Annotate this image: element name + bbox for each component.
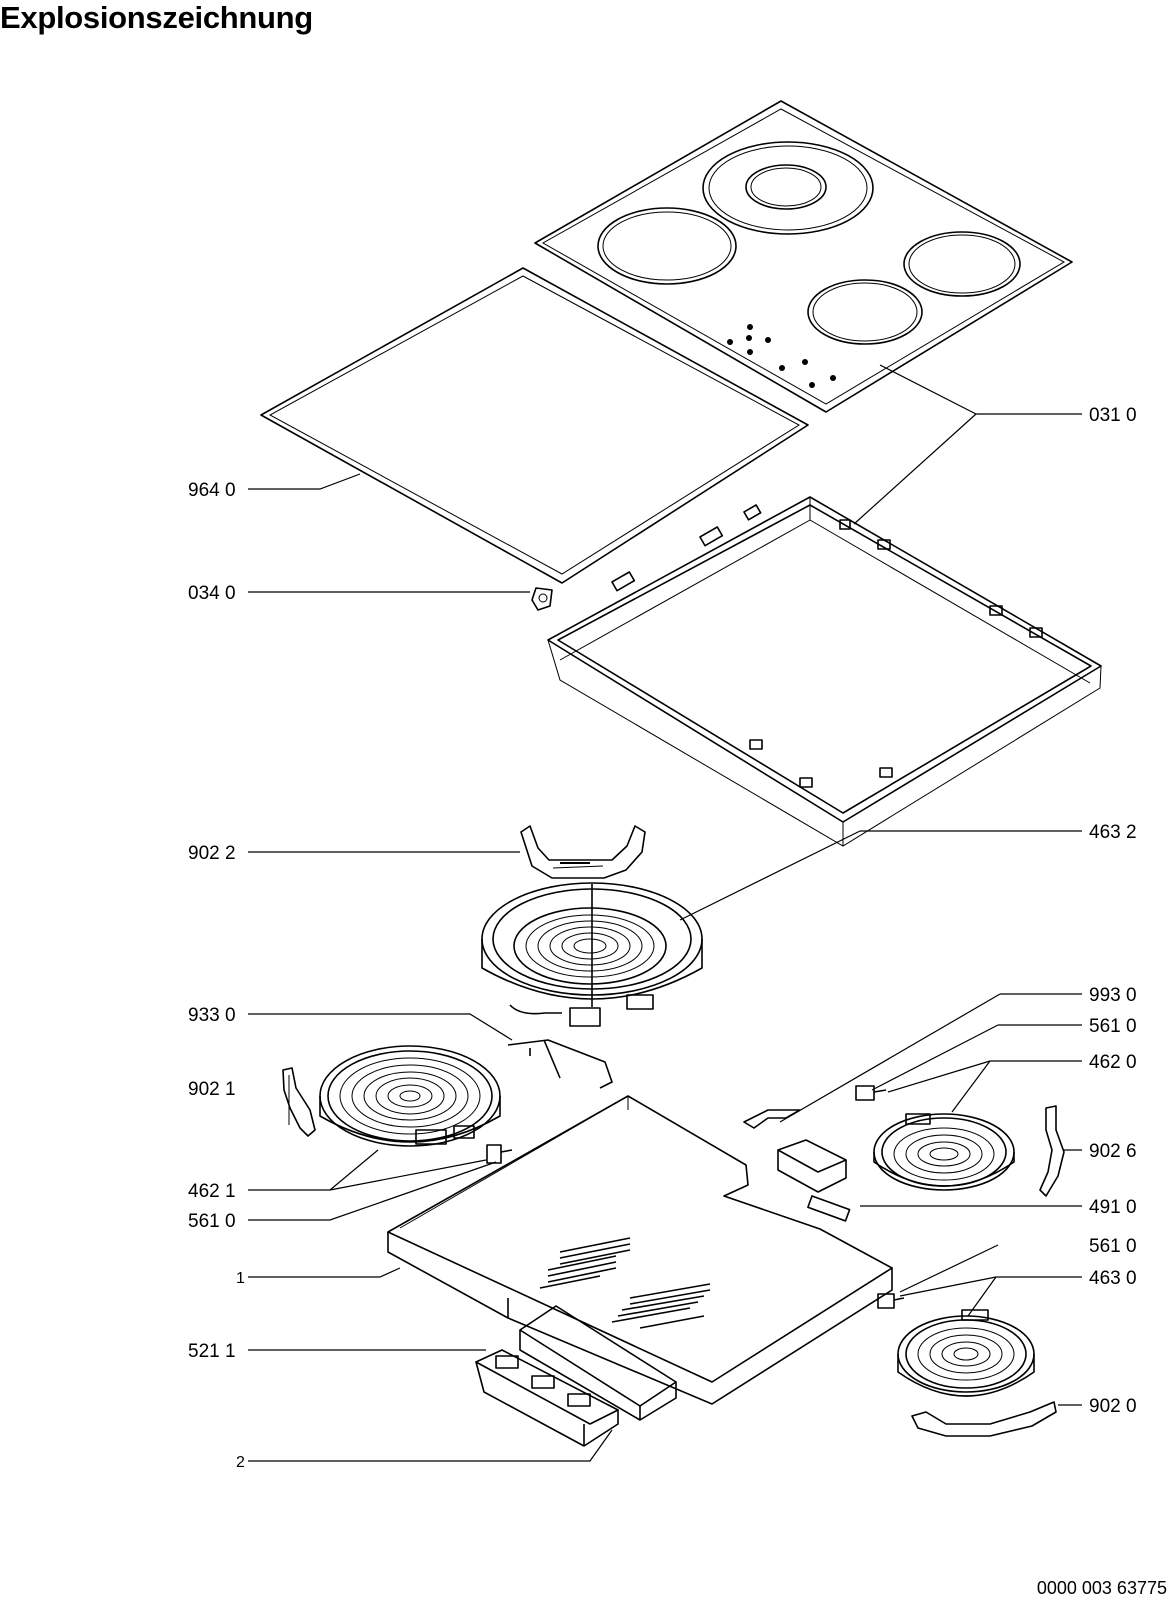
label-491-0: 491 0 <box>1089 1197 1137 1218</box>
frame-clip <box>531 587 553 611</box>
label-933-0: 933 0 <box>188 1005 236 1026</box>
label-902-6: 902 6 <box>1089 1141 1137 1162</box>
label-462-0: 462 0 <box>1089 1052 1137 1073</box>
part-labels: 031 0 964 0 034 0 902 2 463 2 933 0 993 … <box>188 405 1137 1471</box>
document-number: 0000 003 63775 <box>1036 1578 1167 1598</box>
label-463-0: 463 0 <box>1089 1268 1137 1289</box>
cover-channel <box>519 1305 677 1421</box>
control-electronics-521-1 <box>475 1349 619 1447</box>
label-561-0-upper: 561 0 <box>1089 1016 1137 1037</box>
vent-slots-upper <box>539 1237 631 1289</box>
label-463-2: 463 2 <box>1089 822 1137 843</box>
label-561-0-right: 561 0 <box>1089 1236 1137 1257</box>
label-902-2: 902 2 <box>188 843 236 864</box>
label-462-1: 462 1 <box>188 1181 236 1202</box>
clip-993-0 <box>743 1109 801 1129</box>
label-031-0: 031 0 <box>1089 405 1137 426</box>
radiant-heater-large <box>481 882 703 1027</box>
terminal-561-0-upper-right <box>855 1085 887 1101</box>
label-1: 1 <box>236 1270 245 1287</box>
radiant-heater-462-0 <box>873 1113 1015 1191</box>
label-561-0-left: 561 0 <box>188 1211 236 1232</box>
hob-frame <box>547 496 1102 847</box>
label-964-0: 964 0 <box>188 480 236 501</box>
label-034-0: 034 0 <box>188 583 236 604</box>
radiant-heater-463-0 <box>897 1309 1035 1397</box>
terminal-561-0-lower-right <box>877 1293 905 1309</box>
page-title: Explosionszeichnung <box>0 0 313 35</box>
bracket-902-1 <box>282 1067 316 1137</box>
hob-gasket <box>260 267 809 584</box>
bracket-902-0 <box>911 1401 1057 1437</box>
bracket-902-2 <box>520 825 646 879</box>
switch-491-0 <box>777 1139 851 1222</box>
label-902-0: 902 0 <box>1089 1396 1137 1417</box>
label-993-0: 993 0 <box>1089 985 1137 1006</box>
bracket-902-6 <box>1039 1105 1065 1197</box>
vent-slots-lower <box>611 1283 711 1329</box>
ceramic-hob-top <box>534 100 1073 413</box>
terminal-561-0-left <box>486 1144 513 1164</box>
label-902-1: 902 1 <box>188 1079 236 1100</box>
label-521-1: 521 1 <box>188 1341 236 1362</box>
radiant-heater-462-1 <box>319 1045 501 1147</box>
leader-lines <box>248 364 1082 1462</box>
limiter-933-0 <box>507 1039 613 1089</box>
base-tray <box>387 1095 893 1405</box>
label-2: 2 <box>236 1454 245 1471</box>
